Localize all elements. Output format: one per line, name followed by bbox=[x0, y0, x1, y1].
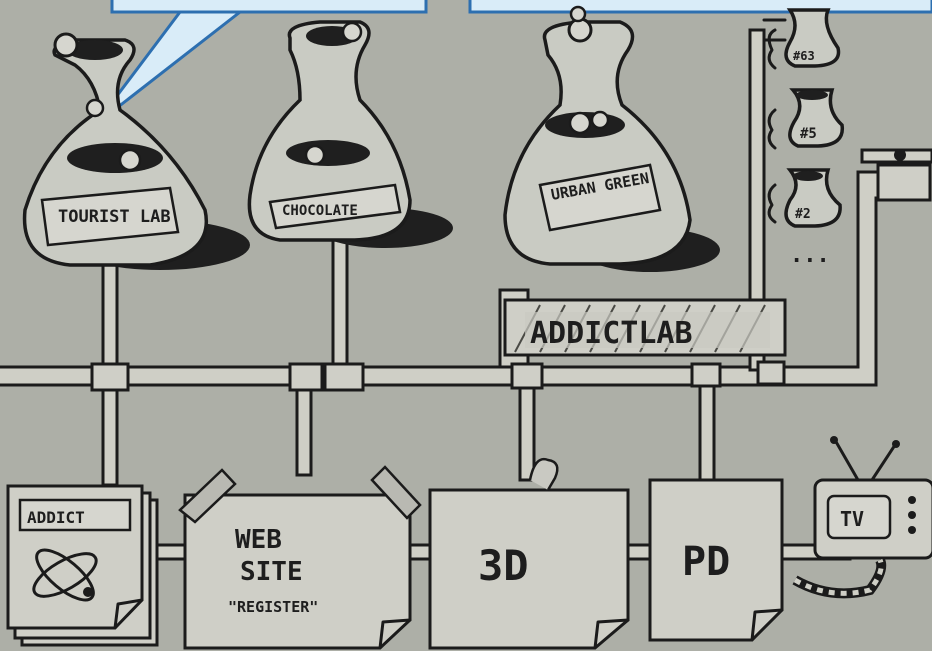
tourist-lab-drop-pipe bbox=[103, 265, 117, 367]
addict-output-sheet: ADDICT bbox=[8, 486, 157, 645]
website-label-line3: "REGISTER" bbox=[228, 598, 318, 616]
chocolate-lab-drop-pipe bbox=[333, 235, 347, 367]
mini-lab-label: #63 bbox=[793, 49, 815, 63]
website-label-line1: WEB bbox=[235, 525, 282, 555]
junction-box bbox=[512, 364, 542, 388]
pd-label: PD bbox=[682, 539, 730, 585]
threed-drop-pipe bbox=[520, 385, 534, 480]
mini-lab-ellipsis: ... bbox=[790, 243, 830, 268]
junction-box bbox=[758, 362, 784, 384]
addict-drop-pipe bbox=[103, 385, 117, 485]
website-label-line2: SITE bbox=[240, 557, 303, 587]
junction-box bbox=[92, 364, 128, 390]
pd-drop-pipe bbox=[700, 385, 714, 480]
chocolate-lab-label: CHOCOLATE bbox=[282, 203, 358, 219]
junction-box bbox=[692, 364, 720, 386]
speech-bubble-right bbox=[470, 0, 932, 12]
website-drop-pipe bbox=[297, 385, 311, 475]
mini-lab-label: #5 bbox=[800, 126, 817, 142]
junction-box bbox=[290, 364, 322, 390]
addictlab-label: ADDICTLAB bbox=[530, 316, 693, 351]
tv-label: TV bbox=[840, 507, 864, 531]
junction-box bbox=[325, 364, 363, 390]
addict-label: ADDICT bbox=[27, 508, 85, 527]
website-output-sheet: WEB SITE "REGISTER" bbox=[180, 467, 420, 648]
pd-output-sheet: PD bbox=[650, 480, 782, 640]
mini-lab-label: #2 bbox=[795, 207, 811, 222]
threed-label: 3D bbox=[478, 541, 529, 590]
addictlab-hub: ADDICTLAB bbox=[505, 300, 785, 355]
tourist-lab-label: TOURIST LAB bbox=[58, 207, 171, 227]
